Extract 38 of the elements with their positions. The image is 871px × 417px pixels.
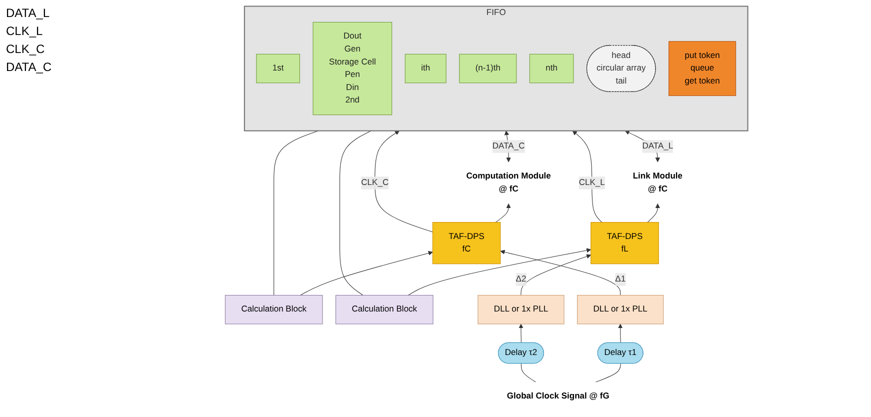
connector: [520, 363, 536, 382]
arrow: [500, 250, 621, 296]
bus-signal-label: CLK_C: [6, 42, 46, 56]
node-box: TAF-DPS fL: [590, 222, 659, 264]
node-box: nth: [529, 54, 574, 84]
arrow: [374, 130, 433, 232]
node-box: DLL or 1x PLL: [577, 294, 664, 324]
arrow: [495, 204, 511, 223]
bus-signal-label: CLK_L: [6, 24, 44, 38]
node-text: Link Module @ fC: [632, 172, 682, 194]
connector: [596, 363, 621, 382]
edge-label: CLK_C: [361, 178, 389, 188]
node-box: 1st: [256, 54, 300, 84]
node-box: Calculation Block: [224, 294, 323, 324]
edge-label: Δ2: [516, 274, 526, 284]
node-text: Computation Module @ fC: [466, 172, 551, 194]
bus-signal-label: DATA_L: [6, 6, 51, 20]
node-box: Calculation Block: [336, 294, 434, 324]
node-box: TAF-DPS fC: [432, 222, 501, 264]
arrow: [618, 324, 623, 344]
edge-label: DATA_C: [492, 142, 525, 151]
node-box: (n-1)th: [459, 54, 517, 84]
node-box: Dout Gen Storage Cell Pen Din 2nd: [312, 22, 392, 116]
edge-label: Δ1: [615, 274, 626, 284]
arrow: [520, 254, 592, 296]
node-text: Global Clock Signal @ fG: [506, 392, 610, 401]
connector: [274, 130, 319, 296]
node-box: DLL or 1x PLL: [478, 294, 564, 324]
arrow: [647, 204, 660, 223]
arrow: [408, 248, 592, 296]
arrow: [300, 250, 433, 296]
connector: [340, 130, 372, 296]
arrow: [518, 324, 524, 344]
node-box: put token queue get token: [668, 41, 736, 96]
node-box: ith: [404, 54, 446, 84]
edge-label: DATA_L: [642, 142, 674, 151]
edge-label: CLK_L: [578, 178, 605, 188]
bus-signal-label: DATA_C: [6, 60, 53, 74]
